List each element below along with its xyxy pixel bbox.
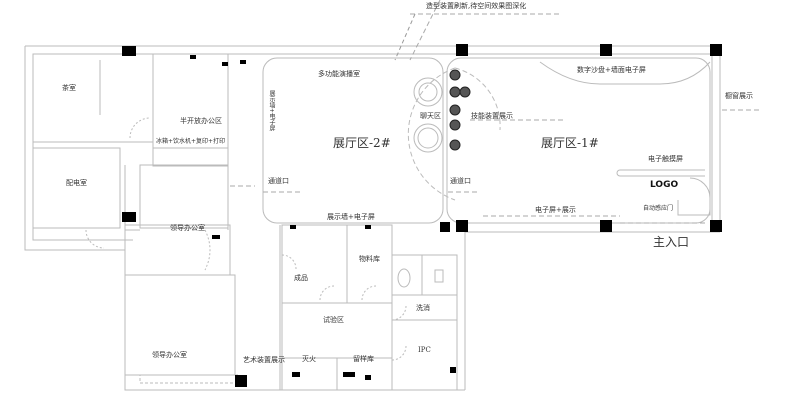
main-entrance-label: 主入口 [653, 235, 690, 249]
ipc-label: IPC [418, 346, 431, 354]
hall-1-label: 展厅区-1# [541, 136, 599, 150]
display-wall-vertical-label: 展示墙+电子屏 [268, 90, 275, 132]
auto-door-label: 自动感应门 [643, 205, 674, 212]
semi-open-office-label: 半开放办公区 [180, 117, 222, 125]
passage-right-label: 通道口 [450, 177, 471, 185]
power-room-label: 配电室 [66, 179, 87, 187]
materials-label: 物料库 [359, 255, 380, 263]
multi-function-studio-label: 多功能演播室 [318, 70, 360, 78]
passage-left-label: 通道口 [268, 177, 289, 185]
touch-screen-label: 电子触摸屏 [648, 155, 683, 163]
leader-office-2-label: 领导办公室 [152, 351, 187, 359]
chat-area-label: 聊天区 [420, 112, 441, 120]
annotation-top: 造型装置刷新,待空间效果图深化 [426, 2, 527, 10]
art-display-label: 艺术装置展示 [243, 356, 285, 364]
hall-2-label: 展厅区-2# [333, 136, 391, 150]
finished-goods-label: 成品 [294, 274, 308, 282]
leader-office-1-label: 领导办公室 [170, 224, 205, 232]
window-display-label: 橱窗展示 [725, 92, 753, 100]
washroom-label: 洗消 [416, 304, 430, 312]
office-equipment-label: 冰箱+饮水机+复印+打印 [156, 138, 226, 145]
device-display-label: 技能装置展示 [471, 112, 513, 120]
test-area-label: 试验区 [323, 316, 344, 324]
tea-room-label: 茶室 [62, 84, 76, 92]
fire-label: 灭火 [302, 355, 316, 363]
logo-label: LOGO [650, 180, 679, 190]
screen-display-bottom-label: 电子屏+展示 [535, 206, 576, 214]
storage-label: 留样库 [353, 355, 374, 363]
display-wall-screen-label: 展示墙+电子屏 [327, 213, 375, 221]
sand-table-label: 数字沙盘+墙面电子屏 [577, 66, 646, 74]
